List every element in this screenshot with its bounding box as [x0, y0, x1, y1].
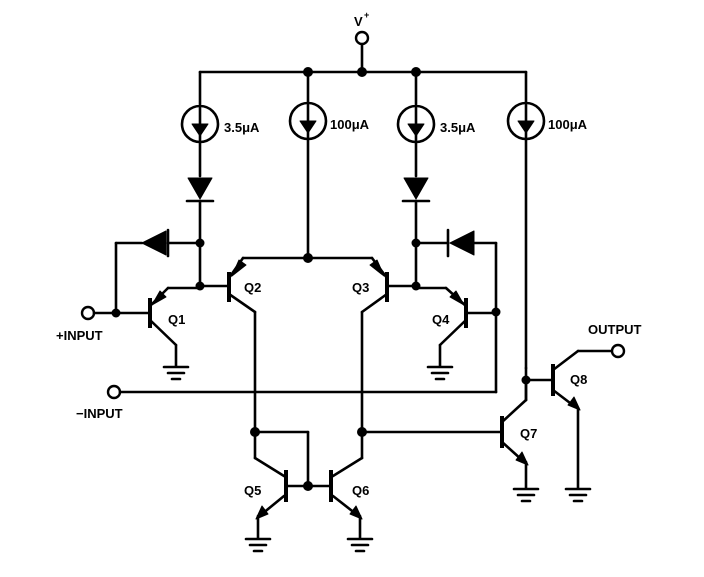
q7-label: Q7	[520, 426, 537, 441]
diode-icon	[185, 177, 215, 288]
pnp-transistor-icon	[148, 286, 202, 368]
current-source-1-label: 3.5μA	[224, 120, 260, 135]
current-source-icon	[506, 70, 546, 370]
q6-label: Q6	[352, 483, 369, 498]
q8-label: Q8	[570, 372, 587, 387]
supply-rail	[198, 42, 528, 77]
current-source-2-label: 100μA	[330, 117, 370, 132]
output-terminal	[610, 343, 626, 359]
current-source-3-label: 3.5μA	[440, 120, 476, 135]
plus-input-label: +INPUT	[56, 328, 103, 343]
current-source-icon	[288, 70, 328, 260]
current-source-icon	[180, 70, 220, 178]
ground-icon	[244, 537, 272, 553]
npn-transistor-icon	[253, 430, 310, 540]
current-source-4-label: 100μA	[548, 117, 588, 132]
pnp-transistor-icon	[227, 256, 257, 434]
plus-input-terminal	[80, 305, 96, 321]
minus-input-terminal	[106, 384, 122, 400]
vplus-sup-label: +	[364, 10, 369, 20]
pnp-transistor-icon	[438, 286, 498, 368]
diode-icon	[114, 228, 202, 315]
pnp-transistor-icon	[360, 256, 389, 434]
q3-label: Q3	[352, 280, 369, 295]
vplus-terminal	[354, 30, 370, 46]
q5-label: Q5	[244, 483, 261, 498]
ground-icon	[564, 487, 592, 503]
q4-label: Q4	[432, 312, 450, 327]
output-label: OUTPUT	[588, 322, 642, 337]
q1-label: Q1	[168, 312, 185, 327]
ground-icon	[346, 537, 374, 553]
minus-input-label: −INPUT	[76, 406, 123, 421]
ground-icon	[426, 365, 454, 381]
diode-icon	[401, 177, 431, 288]
current-source-icon	[396, 70, 436, 178]
npn-transistor-icon	[500, 378, 529, 490]
diode-icon	[414, 228, 501, 394]
ground-icon	[512, 487, 540, 503]
npn-transistor-icon	[306, 430, 364, 540]
ground-icon	[162, 365, 190, 381]
npn-transistor-icon	[551, 349, 614, 490]
vplus-label: V	[354, 14, 363, 29]
q2-label: Q2	[244, 280, 261, 295]
